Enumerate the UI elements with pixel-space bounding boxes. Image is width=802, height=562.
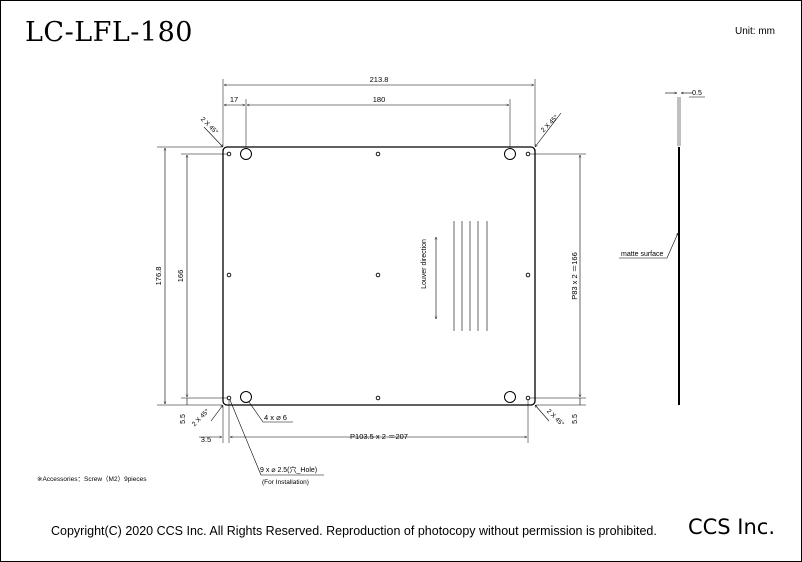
dim-bottom-pitch-label: P103.5 x 2 ＝207	[350, 432, 408, 441]
large-hole-bottom-left	[240, 391, 252, 403]
plate-outline	[222, 146, 536, 406]
small-holes-callout: 9 x ⌀ 2.5(穴_Hole)	[260, 465, 317, 474]
dim-thickness-label: 0.5	[692, 90, 702, 97]
chamfer-top-right-label: 2 X 45°	[539, 113, 560, 134]
side-view-plate	[678, 147, 680, 405]
hole-callout-leaders	[229, 399, 324, 476]
right-extension-lines	[530, 153, 586, 406]
dim-hole-offset-label: 17	[230, 95, 238, 104]
dim-hole-pitch-y-label: 166	[176, 270, 185, 283]
chamfer-leaders	[203, 112, 562, 422]
dim-edge-bottom-left-label: 5.5	[180, 414, 187, 424]
dim-overall-height-label: 176.8	[154, 267, 163, 286]
louver-label: Louver direction	[421, 239, 428, 289]
large-hole-top-left	[240, 148, 252, 160]
surface-leader	[619, 233, 679, 259]
small-holes-purpose: (For Installation)	[262, 479, 309, 486]
unit-label: Unit: mm	[735, 26, 775, 37]
copyright-notice: Copyright(C) 2020 CCS Inc. All Rights Re…	[51, 524, 657, 538]
dim-overall-width-label: 213.8	[370, 75, 389, 84]
chamfer-bottom-right-label: 2 X 45°	[545, 407, 566, 428]
louver-lines	[453, 221, 488, 331]
dim-hole-pitch-x-label: 180	[373, 95, 386, 104]
drawing-title: LC-LFL-180	[25, 17, 193, 48]
dim-edge-left-label: 3.5	[201, 435, 211, 444]
chamfer-bottom-left-label: 2 X 45°	[190, 407, 211, 428]
dim-edge-bottom-right-label: 5.5	[572, 414, 579, 424]
surface-label: matte surface	[621, 251, 664, 258]
top-extension-lines	[222, 79, 536, 147]
large-hole-top-right	[504, 148, 516, 160]
left-extension-lines	[157, 146, 228, 406]
large-hole-bottom-right	[504, 391, 516, 403]
small-holes	[226, 151, 531, 401]
large-holes-callout: 4 x ⌀ 6	[264, 413, 287, 422]
accessories-note: ※Accessories：Screw（M2）9pieces	[37, 476, 147, 483]
bottom-extension-lines	[222, 400, 529, 443]
company-name: CCS Inc.	[687, 515, 775, 539]
dim-right-pitch-label: P83 x 2 ＝166	[570, 252, 579, 300]
